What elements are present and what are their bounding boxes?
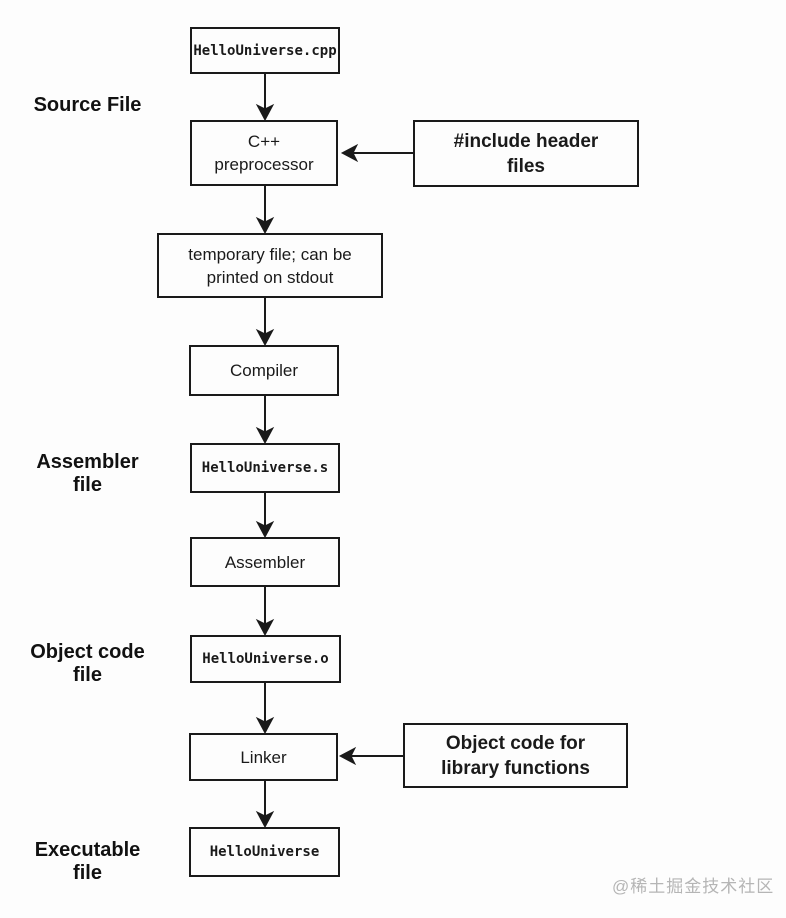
node-object-file-label: HelloUniverse.o: [202, 651, 329, 667]
arrow-assembler-file-to-assembler: [255, 493, 275, 539]
node-executable-label: HelloUniverse: [209, 844, 320, 860]
arrow-headers-to-preprocessor: [340, 143, 413, 163]
node-assembler-file-label: HelloUniverse.s: [201, 460, 329, 476]
arrow-source-to-preprocessor: [255, 74, 275, 122]
arrow-linker-to-executable: [255, 781, 275, 829]
arrow-object-file-to-linker: [255, 683, 275, 735]
node-library-objects-line2: library functions: [441, 757, 590, 779]
node-assembler-label: Assembler: [224, 552, 306, 572]
arrow-libraries-to-linker: [338, 746, 403, 766]
label-assembler-file: Assembler file: [20, 451, 155, 497]
node-assembler: Assembler: [190, 537, 340, 587]
node-assembler-file: HelloUniverse.s: [190, 443, 340, 493]
node-linker: Linker: [189, 733, 338, 781]
watermark-text: @稀土掘金技术社区: [612, 877, 775, 896]
arrow-compiler-to-assembler-file: [255, 396, 275, 445]
node-header-files-line1: #include header: [453, 130, 599, 152]
watermark: @稀土掘金技术社区: [612, 872, 775, 897]
node-preprocessor: C++ preprocessor: [190, 120, 338, 186]
node-linker-label: Linker: [240, 747, 287, 767]
arrow-preprocessor-to-tempfile: [255, 186, 275, 235]
node-object-file: HelloUniverse.o: [190, 635, 341, 683]
node-header-files-line2: files: [506, 155, 546, 177]
node-header-files: #include header files: [413, 120, 639, 187]
label-object-code-file-line2: file: [73, 664, 102, 686]
label-source-file: Source File: [20, 94, 155, 117]
node-temp-file: temporary file; can be printed on stdout: [157, 233, 383, 298]
node-executable: HelloUniverse: [189, 827, 340, 877]
node-temp-file-line2: printed on stdout: [206, 267, 334, 287]
label-object-code-file: Object code file: [15, 641, 160, 687]
label-assembler-file-line2: file: [73, 474, 102, 496]
node-source-file: HelloUniverse.cpp: [190, 27, 340, 74]
label-source-file-text: Source File: [33, 94, 142, 116]
label-executable-file: Executable file: [20, 839, 155, 885]
node-temp-file-line1: temporary file; can be: [188, 244, 352, 264]
label-executable-file-line1: Executable: [34, 839, 141, 861]
arrow-tempfile-to-compiler: [255, 298, 275, 347]
node-library-objects-line1: Object code for: [445, 732, 586, 754]
node-source-file-label: HelloUniverse.cpp: [193, 42, 337, 59]
node-compiler: Compiler: [189, 345, 339, 396]
arrow-assembler-to-object-file: [255, 587, 275, 637]
label-executable-file-line2: file: [73, 862, 102, 884]
node-preprocessor-line1: C++: [247, 132, 281, 151]
node-library-objects: Object code for library functions: [403, 723, 628, 788]
node-preprocessor-line2: preprocessor: [214, 155, 314, 174]
node-compiler-label: Compiler: [229, 361, 299, 380]
label-assembler-file-line1: Assembler: [36, 451, 139, 473]
label-object-code-file-line1: Object code: [30, 641, 145, 663]
